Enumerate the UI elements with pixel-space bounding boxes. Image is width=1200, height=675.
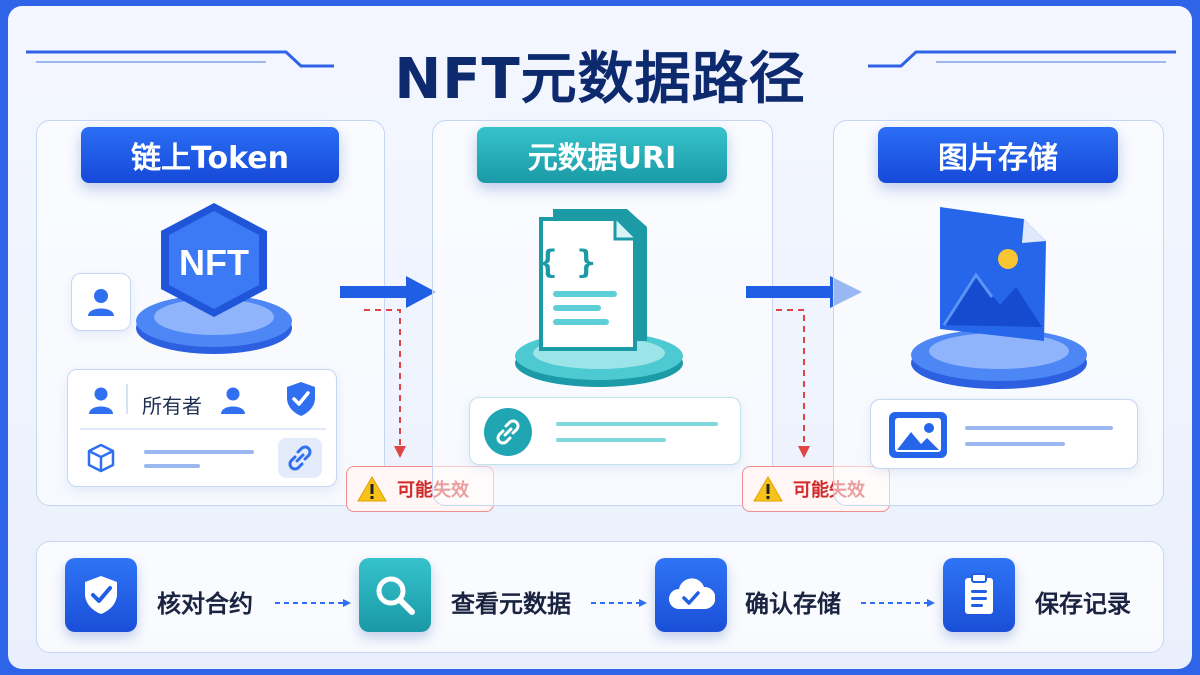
search-icon xyxy=(359,558,431,632)
panel-title-on-chain-token: 链上Token xyxy=(81,127,339,183)
panel-on-chain-token: 链上Token NFT 所有者 xyxy=(36,120,385,506)
panel-title-image-storage: 图片存储 xyxy=(878,127,1118,183)
cube-icon xyxy=(87,443,115,473)
owner-label: 所有者 xyxy=(142,394,202,418)
image-icon xyxy=(889,412,947,458)
step-label-confirm-storage: 确认存储 xyxy=(745,590,841,618)
flow-arrow-1 xyxy=(340,272,436,316)
header-decoration-right xyxy=(866,46,1186,72)
diagram-frame: NFT元数据路径 链上Token NFT xyxy=(8,6,1192,669)
shield-check-icon xyxy=(65,558,137,632)
panel-image-storage: 图片存储 xyxy=(833,120,1164,506)
link-icon xyxy=(278,438,322,478)
clipboard-icon xyxy=(943,558,1015,632)
nft-token-icon: NFT xyxy=(129,193,299,363)
step-connector-3 xyxy=(861,599,935,607)
failure-dashed-arrow-1 xyxy=(362,306,412,470)
braces-label: { } xyxy=(538,243,596,281)
shield-check-icon xyxy=(287,382,315,416)
warning-icon xyxy=(357,476,387,502)
token-details-card: 所有者 xyxy=(67,369,337,487)
process-steps-bar: 核对合约 查看元数据 确认存储 xyxy=(36,541,1164,653)
owner-avatar-card xyxy=(71,273,131,331)
failure-dashed-arrow-2 xyxy=(774,306,824,470)
panel-title-metadata-uri: 元数据URI xyxy=(477,127,727,183)
step-label-save-record: 保存记录 xyxy=(1035,590,1131,618)
page-title: NFT元数据路径 xyxy=(394,47,806,112)
step-label-verify-contract: 核对合约 xyxy=(157,590,253,618)
link-icon xyxy=(484,408,532,456)
nft-hero-label: NFT xyxy=(179,242,249,283)
warning-icon xyxy=(753,476,783,502)
panel-metadata-uri: 元数据URI { } xyxy=(432,120,773,506)
metadata-document-icon: { } xyxy=(509,191,689,391)
user-icon xyxy=(88,289,114,316)
cloud-check-icon xyxy=(655,558,727,632)
user-icon xyxy=(89,387,113,414)
uri-link-card xyxy=(469,397,741,465)
user-icon xyxy=(221,387,245,414)
step-connector-1 xyxy=(275,599,351,607)
step-label-view-metadata: 查看元数据 xyxy=(451,590,571,618)
header-decoration-left xyxy=(16,46,336,72)
image-storage-card xyxy=(870,399,1138,469)
step-connector-2 xyxy=(591,599,647,607)
image-file-icon xyxy=(904,197,1094,397)
